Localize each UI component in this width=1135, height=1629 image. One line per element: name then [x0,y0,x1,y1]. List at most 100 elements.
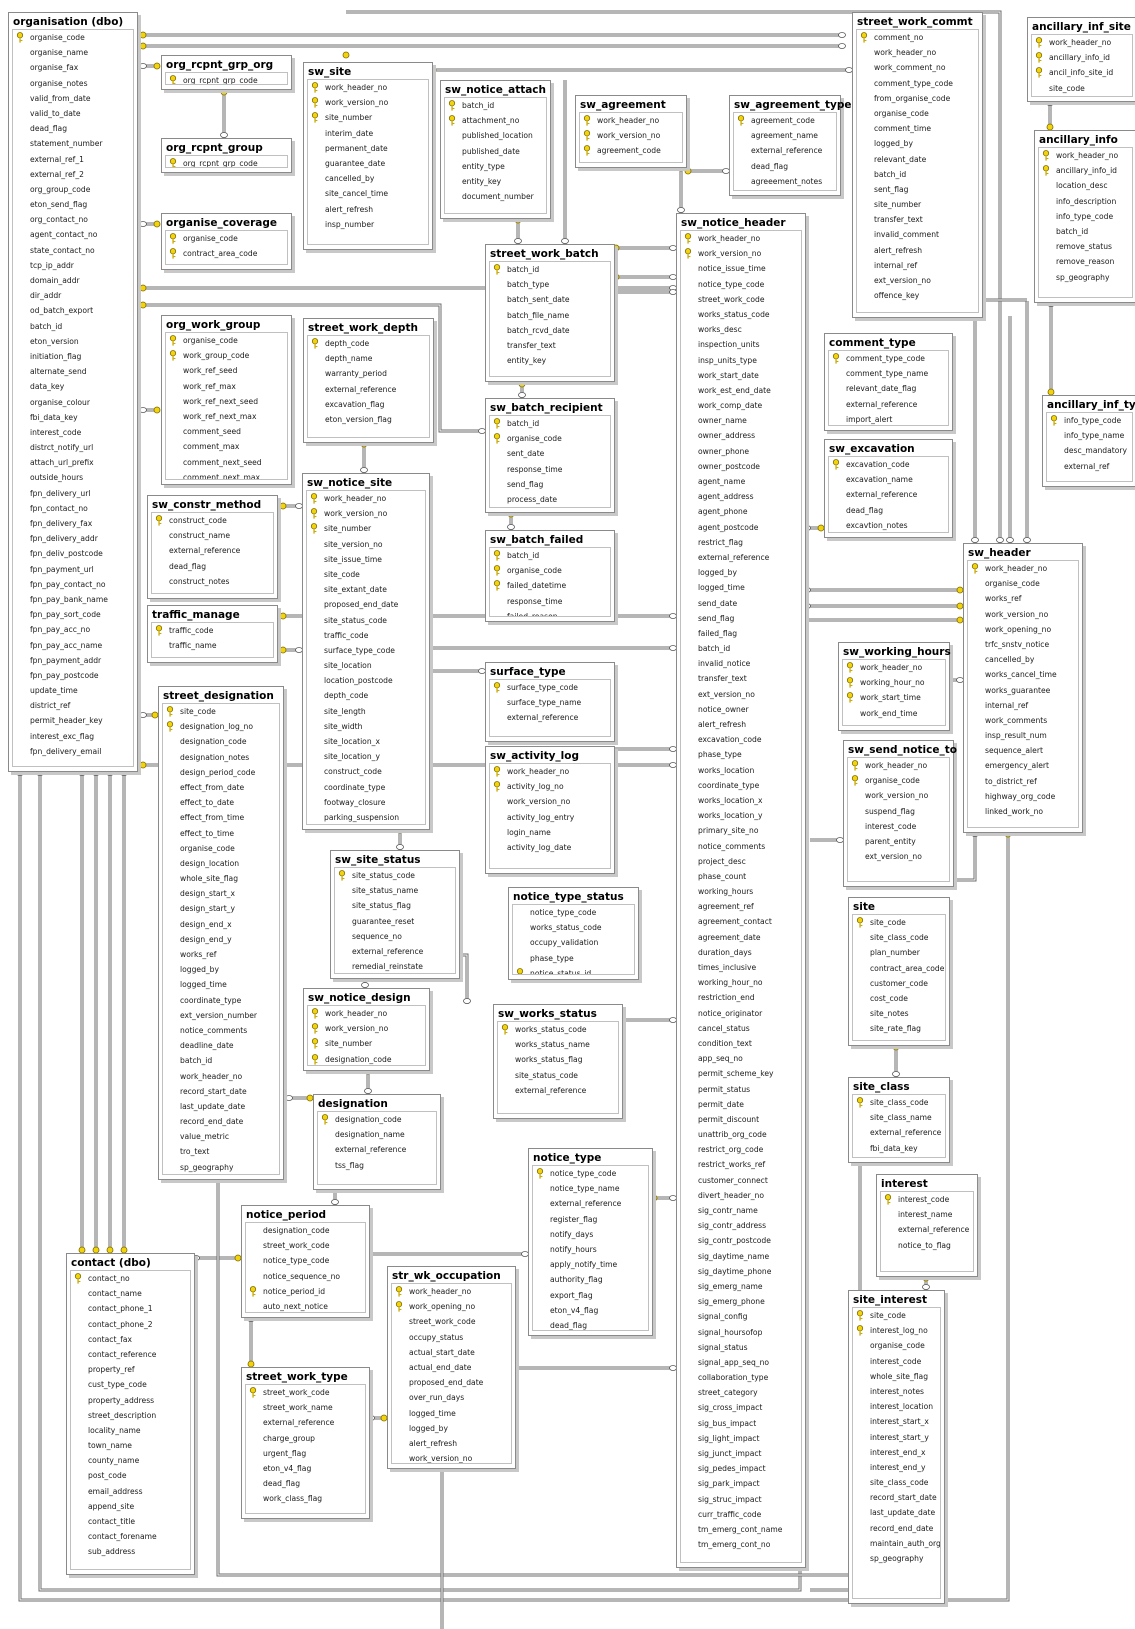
column-row[interactable]: organise_code [968,576,1078,591]
column-row[interactable]: condition_text [681,1036,801,1051]
column-row[interactable]: internal_ref [968,698,1078,713]
column-row[interactable]: comment_time [857,121,978,136]
column-row[interactable]: notice_status_id [513,966,634,974]
column-row[interactable]: interim_date [308,126,428,141]
column-row[interactable]: tm_emerg_cont_name [681,1522,801,1537]
column-row[interactable]: agent_contact_no [13,227,133,242]
column-row[interactable]: record_end_date [163,1114,279,1129]
column-row[interactable]: comment_max [166,439,287,454]
column-row[interactable]: alert_refresh [392,1436,511,1451]
column-row[interactable]: street_work_code [681,292,801,307]
column-row[interactable]: failed_reason [490,609,610,616]
column-row[interactable]: agreement_name [734,128,836,143]
column-row[interactable]: urgent_flag [246,1446,365,1461]
column-row[interactable]: tro_text [163,1144,279,1159]
column-row[interactable]: relevant_date_flag [829,381,948,396]
column-row[interactable]: sig_daytime_phone [681,1264,801,1279]
column-row[interactable]: agreement_ref [681,899,801,914]
column-row[interactable]: organise_code [166,333,287,348]
column-row[interactable]: eton_version_flag [308,412,429,427]
column-row[interactable]: street_work_name [246,1400,365,1415]
column-row[interactable]: site_location [307,658,425,673]
column-row[interactable]: contact_no [71,1271,190,1286]
column-row[interactable]: fpn_pay_acc_name [13,638,133,653]
column-row[interactable]: works_status_flag [498,1052,618,1067]
column-row[interactable]: activity_log_no [490,779,610,794]
column-row[interactable]: interest_end_x [853,1445,940,1460]
column-row[interactable]: excavtion_notes [829,518,948,532]
column-row[interactable]: entity_type [445,159,546,174]
column-row[interactable]: work_version_no [681,246,801,261]
column-row[interactable]: alternate_send [13,364,133,379]
column-row[interactable]: update_time [13,683,133,698]
column-row[interactable]: work_version_no [490,794,610,809]
column-row[interactable]: trfc_snstv_notice [968,637,1078,652]
column-row[interactable]: signal_status [681,1340,801,1355]
column-row[interactable]: coordinate_type [681,778,801,793]
column-row[interactable]: restrict_works_ref [681,1157,801,1172]
column-row[interactable]: deadline_date [163,1038,279,1053]
column-row[interactable]: permit_scheme_key [681,1066,801,1081]
column-row[interactable]: times_inclusive [681,960,801,975]
column-row[interactable]: invalid_comment [857,227,978,242]
column-row[interactable]: agreeement_notes [734,174,836,189]
column-row[interactable]: customer_code [853,976,945,991]
column-row[interactable]: fpn_contact_no [13,501,133,516]
column-row[interactable]: designation_code [308,1052,425,1065]
column-row[interactable]: surface_type_code [307,643,425,658]
column-row[interactable]: external_reference [152,653,273,657]
column-row[interactable]: work_version_no [307,506,425,521]
column-row[interactable]: excavation_flag [308,397,429,412]
column-row[interactable]: site_version_no [307,537,425,552]
column-row[interactable]: offence_key [857,288,978,303]
column-row[interactable]: organise_code [857,106,978,121]
column-row[interactable]: site_location_y [307,749,425,764]
column-row[interactable]: cost_code [853,991,945,1006]
column-row[interactable]: whole_site_flag [853,1369,940,1384]
column-row[interactable]: site_number [308,1036,425,1051]
column-row[interactable]: org_group_code [13,182,133,197]
column-row[interactable]: owner_postcode [681,459,801,474]
column-row[interactable]: organise_code [848,773,949,788]
column-row[interactable]: sequence_no [335,929,455,944]
column-row[interactable]: transfer_text [857,212,978,227]
column-row[interactable]: agent_postcode [681,520,801,535]
column-row[interactable]: work_version_no [968,607,1078,622]
column-row[interactable]: interest_log_no [853,1323,940,1338]
column-row[interactable]: designation_notes [163,750,279,765]
column-row[interactable]: linked_work_no [968,804,1078,819]
column-row[interactable]: whole_site_flag [163,871,279,886]
column-row[interactable]: transfer_text [681,671,801,686]
column-row[interactable]: batch_sent_date [490,292,610,307]
table-ancillary-inf-type[interactable]: ancillary_inf_typeinfo_type_codeinfo_typ… [1042,395,1135,487]
column-row[interactable]: external_reference [734,143,836,158]
column-row[interactable]: auto_next_notice [246,1299,365,1312]
column-row[interactable]: fpn_pay_sort_code [13,607,133,622]
column-row[interactable]: record_start_date [163,1084,279,1099]
column-row[interactable]: organise_code [853,1338,940,1353]
column-row[interactable]: distrct_notify_url [13,440,133,455]
column-row[interactable]: works_location_y [681,808,801,823]
column-row[interactable]: internal_ref [857,258,978,273]
column-row[interactable]: site_status_flag [335,898,455,913]
table-traffic-manage[interactable]: traffic_managetraffic_codetraffic_nameex… [147,605,278,663]
column-row[interactable]: site_length [307,704,425,719]
column-row[interactable]: apply_notify_time [533,1257,648,1272]
column-row[interactable]: domain_addr [13,273,133,288]
column-row[interactable]: effect_from_time [163,810,279,825]
column-row[interactable]: sig_bus_impact [681,1416,801,1431]
column-row[interactable]: initiation_flag [13,349,133,364]
column-row[interactable]: restrict_org_code [681,1142,801,1157]
column-row[interactable]: cancelled_by [308,171,428,186]
